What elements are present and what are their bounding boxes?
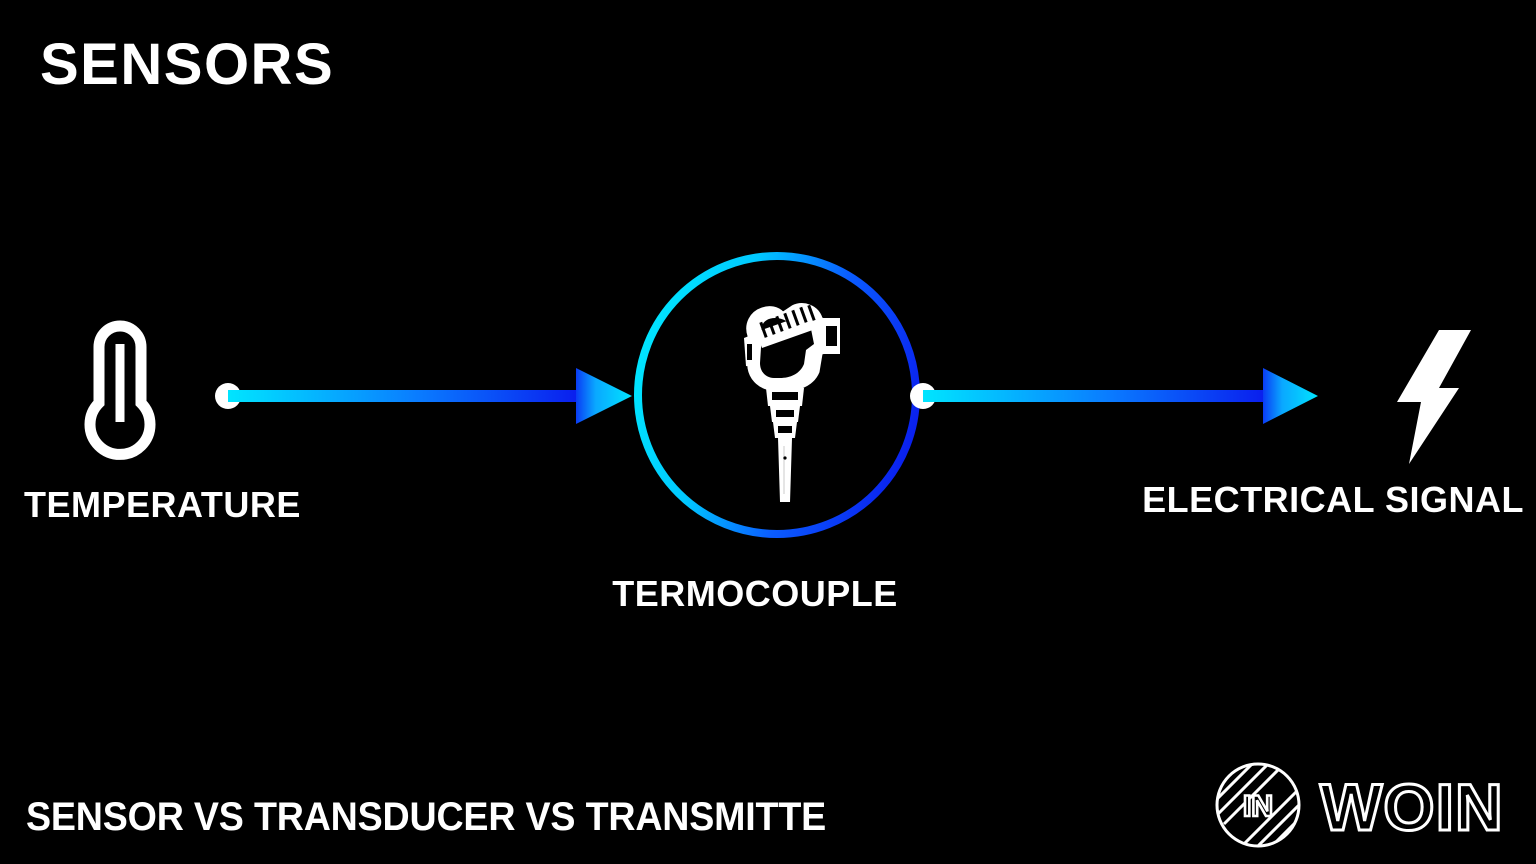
logo-circle-mark: IN <box>1215 762 1301 848</box>
connector-arrow-right <box>908 366 1320 426</box>
logo-mark-text: IN <box>1243 790 1273 823</box>
label-temperature: TEMPERATURE <box>24 484 301 525</box>
label-electrical-signal: ELECTRICAL SIGNAL <box>1142 479 1524 520</box>
lightning-bolt-icon <box>1383 330 1479 464</box>
logo-wordmark: WOIN <box>1320 770 1504 844</box>
page-title: SENSORS <box>40 32 335 97</box>
connector-arrow-left <box>214 366 634 426</box>
label-thermocouple: TERMOCOUPLE <box>612 573 898 614</box>
brand-logo[interactable]: IN WOIN <box>1214 758 1514 852</box>
thermometer-icon <box>72 318 168 470</box>
footer-caption: SENSOR VS TRANSDUCER VS TRANSMITTE <box>26 795 826 839</box>
thermocouple-icon <box>718 288 844 510</box>
